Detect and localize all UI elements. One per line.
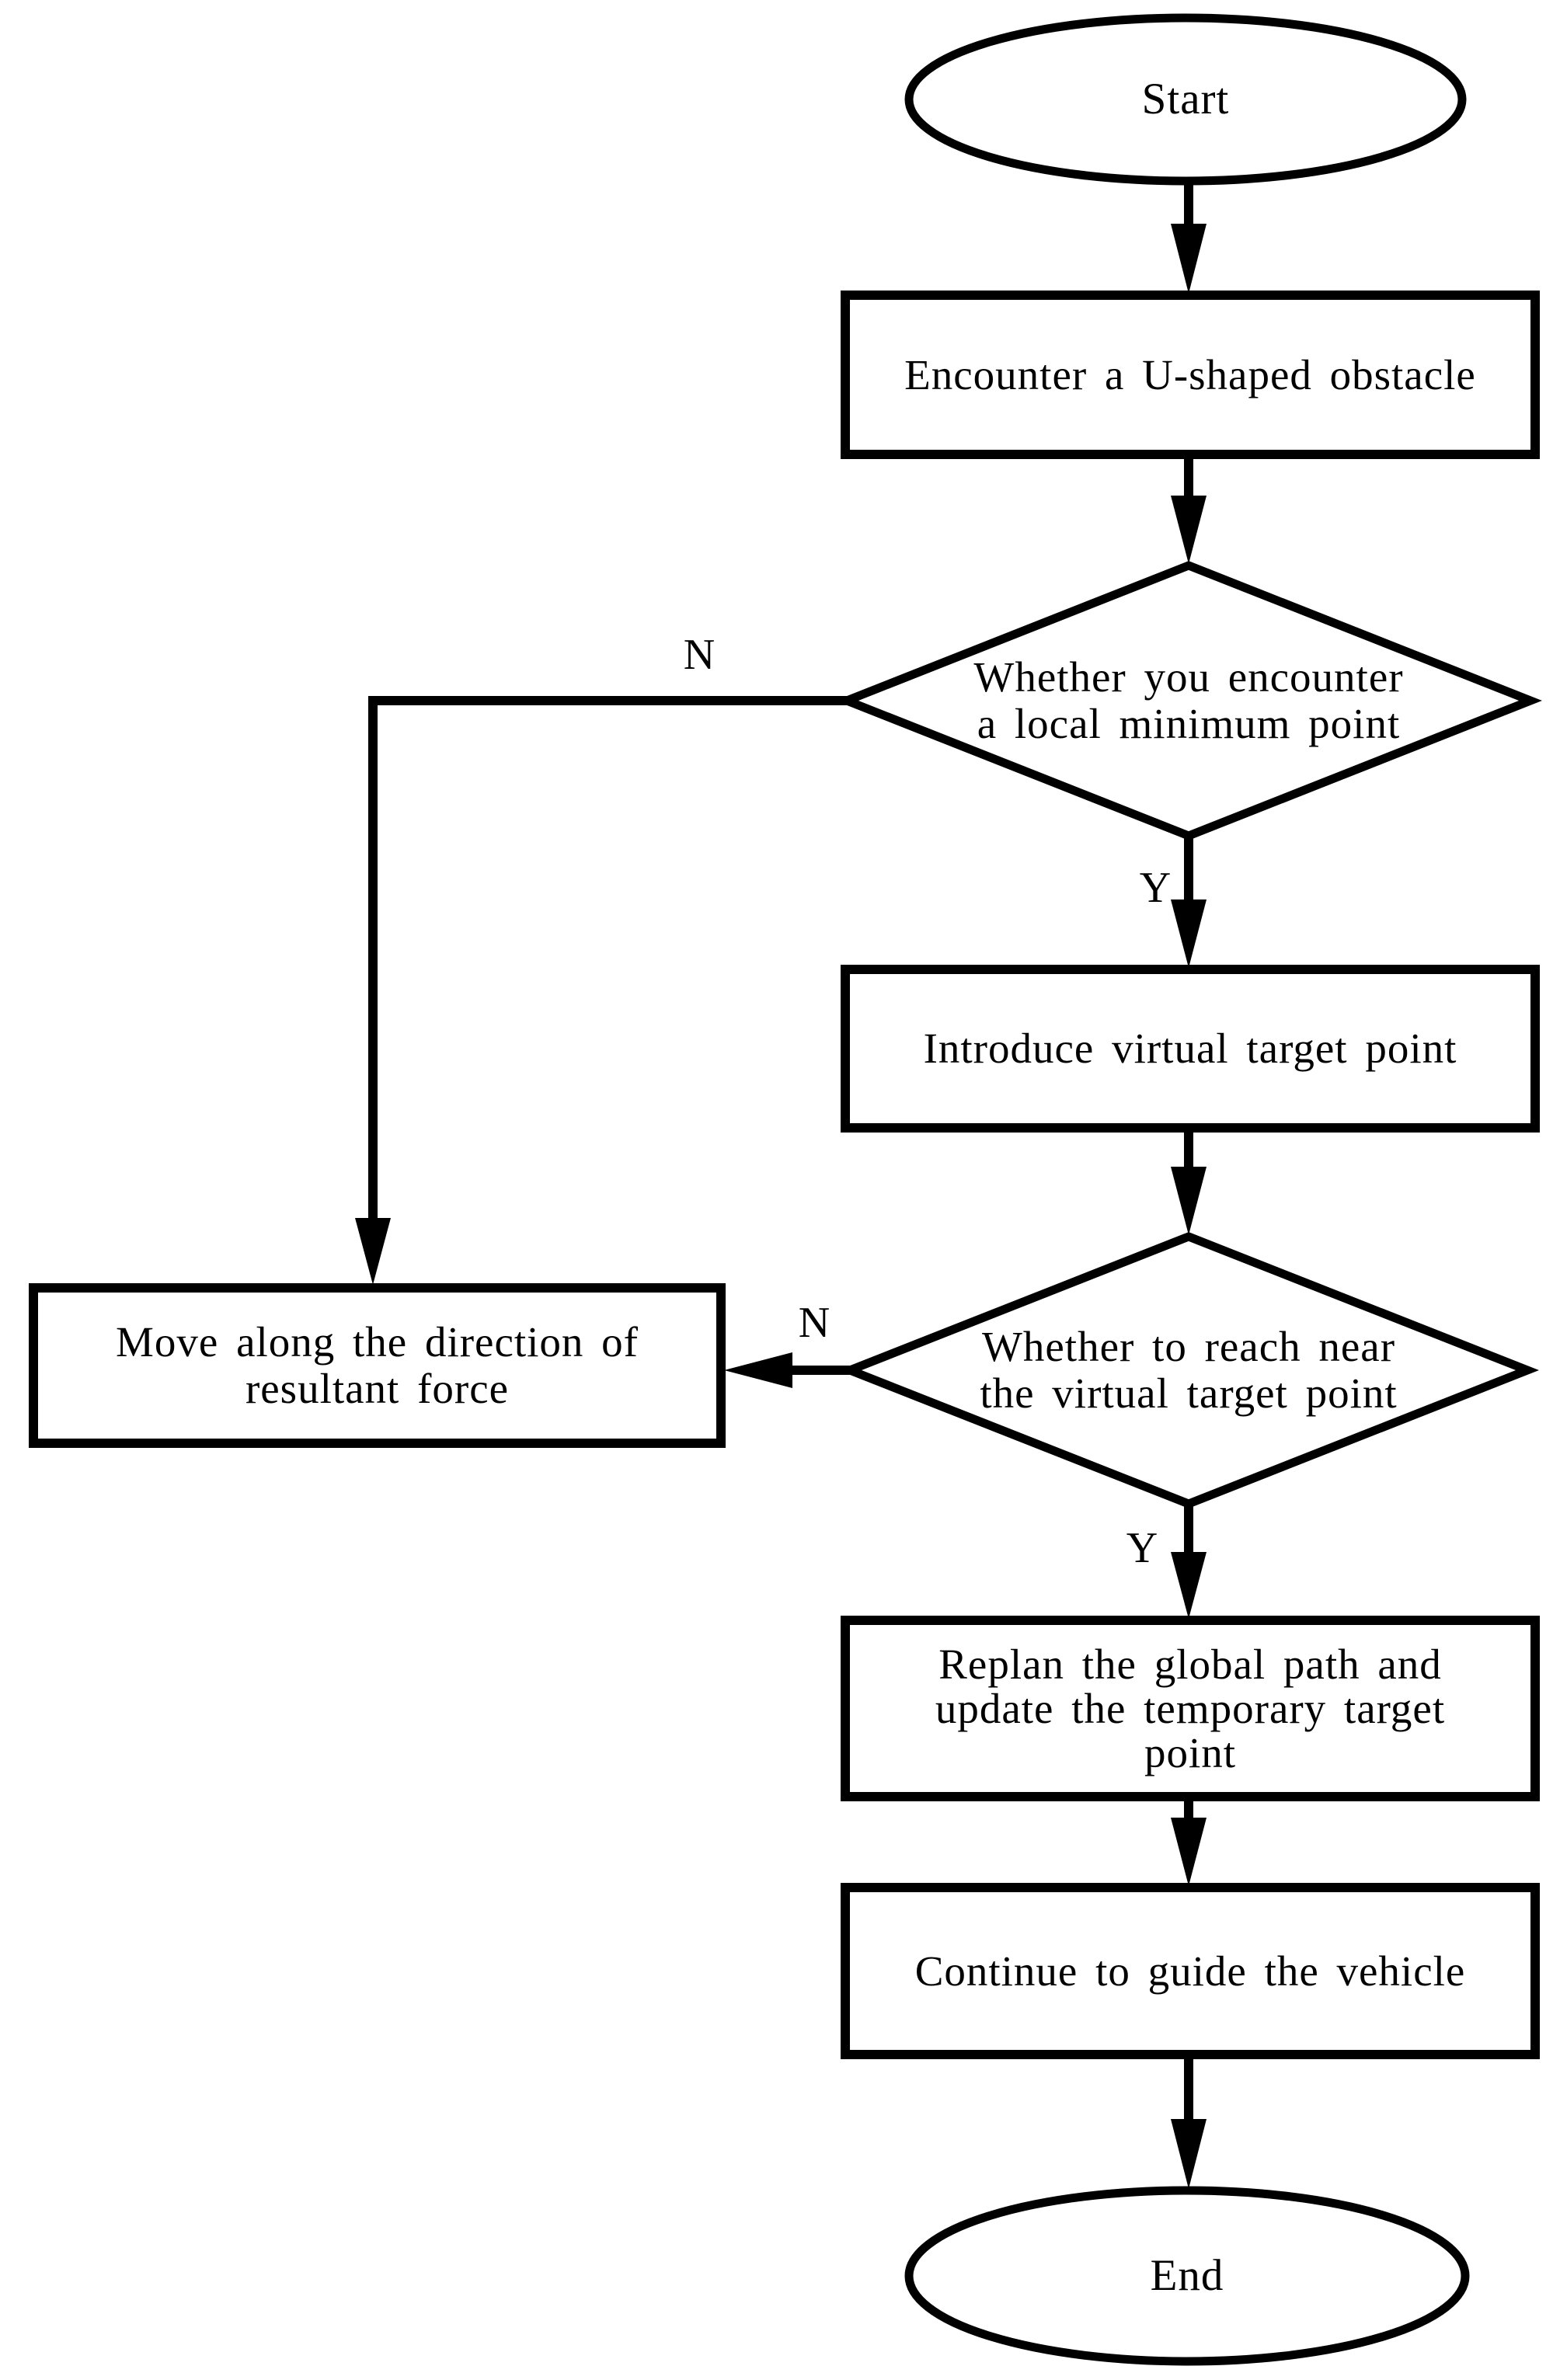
start-text: Start <box>1141 75 1230 124</box>
local-minimum-decision-label: Whether you encounter a local minimum po… <box>847 565 1530 836</box>
arrowhead-down-icon <box>1171 2119 1207 2189</box>
decision2-yes-label: Y <box>1126 1523 1158 1572</box>
introduce-virtual-box-shape <box>841 965 1540 1133</box>
arrowhead-down-icon <box>1171 224 1207 294</box>
end-terminator-label: End <box>909 2190 1465 2361</box>
edge-continue-end <box>1171 2055 1207 2189</box>
start-terminator-label: Start <box>909 19 1462 179</box>
move-line2: resultant force <box>245 1365 510 1412</box>
arrowhead-down-icon <box>355 1218 391 1285</box>
edge-start-encounter <box>1171 179 1207 294</box>
edge-decision1-no <box>355 696 847 1285</box>
reach-virtual-decision-label: Whether to reach near the virtual target… <box>850 1237 1527 1504</box>
encounter-box-label: Encounter a U-shaped obstacle <box>845 295 1535 454</box>
move-resultant-box-label: Move along the direction of resultant fo… <box>33 1288 721 1443</box>
encounter-text: Encounter a U-shaped obstacle <box>904 350 1476 398</box>
reach-virtual-decision-shape <box>838 1232 1539 1508</box>
decision2-line2: the virtual target point <box>980 1369 1398 1417</box>
end-terminator-shape <box>904 2186 1470 2366</box>
replan-line2: update the temporary target <box>935 1685 1446 1732</box>
replan-line1: Replan the global path and <box>938 1641 1442 1688</box>
edge-decision2-yes <box>1171 1504 1207 1619</box>
continue-box-shape <box>841 1883 1540 2059</box>
arrowhead-down-icon <box>1171 1818 1207 1886</box>
arrowhead-left-icon <box>724 1352 792 1388</box>
edge-decision2-no <box>724 1352 850 1388</box>
decision1-no-label: N <box>683 630 716 679</box>
decision1-yes-label: Y <box>1139 863 1172 912</box>
move-resultant-box-shape <box>29 1283 726 1448</box>
decision1-line2: a local minimum point <box>977 700 1401 747</box>
edge-decision1-yes <box>1171 836 1207 968</box>
replan-line3: point <box>1144 1729 1237 1776</box>
edge-introduce-decision2 <box>1171 1128 1207 1235</box>
local-minimum-decision-shape <box>835 561 1542 840</box>
start-terminator-shape <box>904 13 1467 186</box>
replan-box-shape <box>841 1616 1540 1801</box>
arrowhead-down-icon <box>1171 1552 1207 1619</box>
arrowhead-down-icon <box>1171 899 1207 968</box>
arrowhead-down-icon <box>1171 496 1207 564</box>
continue-text: Continue to guide the vehicle <box>914 1947 1466 1995</box>
encounter-box-shape <box>841 291 1540 459</box>
continue-box-label: Continue to guide the vehicle <box>845 1888 1535 2055</box>
arrowhead-down-icon <box>1171 1167 1207 1235</box>
decision2-no-label: N <box>798 1298 830 1347</box>
decision2-line1: Whether to reach near <box>981 1323 1396 1370</box>
decision1-line1: Whether you encounter <box>973 653 1404 701</box>
move-line1: Move along the direction of <box>116 1318 639 1366</box>
end-text: End <box>1150 2251 1224 2300</box>
introduce-virtual-box-label: Introduce virtual target point <box>845 969 1535 1128</box>
edge-replan-continue <box>1171 1797 1207 1886</box>
introduce-text: Introduce virtual target point <box>923 1025 1457 1072</box>
edge-encounter-decision1 <box>1171 454 1207 564</box>
replan-box-label: Replan the global path and update the te… <box>845 1620 1535 1797</box>
